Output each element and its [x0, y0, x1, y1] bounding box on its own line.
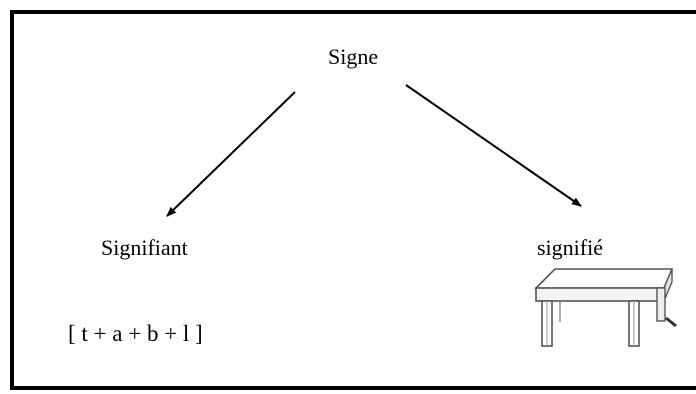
table-icon	[534, 268, 677, 347]
signifie-label: signifié	[537, 235, 603, 260]
signifiant-label: Signifiant	[101, 235, 188, 260]
arrow-to-signifie	[405, 84, 582, 207]
arrow-to-signifiant	[166, 91, 296, 217]
diagram-frame	[10, 10, 696, 390]
phonetic-transcription: [ t + a + b + l ]	[68, 321, 203, 346]
signe-label: Signe	[328, 44, 379, 69]
